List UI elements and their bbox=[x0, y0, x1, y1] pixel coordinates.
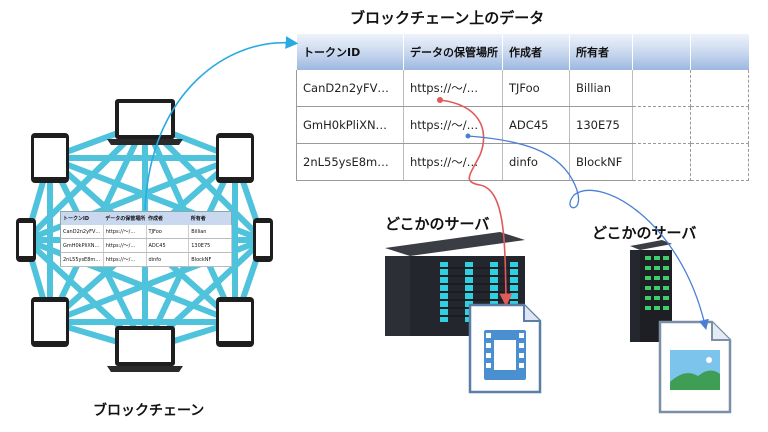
mini-cell: dinfo bbox=[146, 252, 190, 267]
phone-icon bbox=[253, 218, 273, 262]
laptop-icon bbox=[107, 99, 183, 145]
table-row: 2nL55ysE8m… https://〜/… dinfo BlockNF bbox=[296, 143, 749, 181]
mini-cell: CanD2n2yFV… bbox=[60, 225, 104, 239]
cell-creator: dinfo bbox=[502, 143, 570, 181]
mini-cell: https://〜/… bbox=[103, 225, 147, 239]
table-row: CanD2n2yFV… https://〜/… TJFoo Billian bbox=[296, 70, 749, 107]
mini-cell: Billian bbox=[188, 225, 232, 239]
cell-owner: BlockNF bbox=[569, 143, 633, 181]
server-label-left: どこかのサーバ bbox=[385, 215, 490, 233]
cell-creator: TJFoo bbox=[502, 70, 570, 107]
cell-token-id: CanD2n2yFV… bbox=[296, 70, 404, 107]
mini-cell: ADC45 bbox=[146, 238, 190, 253]
header-empty bbox=[690, 34, 749, 70]
cell-empty bbox=[690, 106, 749, 144]
tablet-icon bbox=[216, 133, 254, 183]
cell-empty bbox=[632, 106, 691, 144]
server-label-right: どこかのサーバ bbox=[592, 224, 697, 242]
mini-header-storage: データの保管場所 bbox=[103, 211, 146, 225]
cell-token-id: 2nL55ysE8m… bbox=[296, 143, 404, 181]
mini-header-owner: 所有者 bbox=[188, 211, 232, 225]
cell-empty bbox=[690, 70, 749, 107]
mini-blockchain-table: トークンID データの保管場所 作成者 所有者 CanD2n2yFV… http… bbox=[60, 211, 232, 267]
mini-cell: TJFoo bbox=[146, 225, 190, 239]
mini-cell: 2nL55ysE8m… bbox=[60, 252, 104, 267]
mini-cell: https://〜/… bbox=[103, 252, 147, 267]
cell-storage: https://〜/… bbox=[403, 143, 503, 181]
mini-header-creator: 作成者 bbox=[146, 211, 189, 225]
header-token-id: トークンID bbox=[296, 34, 404, 70]
cell-owner: 130E75 bbox=[569, 106, 633, 144]
mini-table-row: GmH0kPliXN… https://〜/… ADC45 130E75 bbox=[60, 238, 232, 253]
laptop-icon bbox=[107, 326, 183, 372]
phone-icon bbox=[16, 218, 36, 262]
network-label: ブロックチェーン bbox=[93, 403, 205, 419]
table-row: GmH0kPliXN… https://〜/… ADC45 130E75 bbox=[296, 106, 749, 144]
mini-cell: GmH0kPliXN… bbox=[60, 238, 104, 253]
mini-cell: 130E75 bbox=[188, 238, 232, 253]
table-title: ブロックチェーン上のデータ bbox=[350, 9, 545, 27]
mini-table-row: 2nL55ysE8m… https://〜/… dinfo BlockNF bbox=[60, 252, 232, 267]
cell-storage: https://〜/… bbox=[403, 106, 503, 144]
cell-storage: https://〜/… bbox=[403, 70, 503, 107]
mini-cell: https://〜/… bbox=[103, 238, 147, 253]
header-owner: 所有者 bbox=[569, 34, 633, 70]
mini-header-token-id: トークンID bbox=[60, 211, 104, 225]
cell-empty bbox=[690, 143, 749, 181]
tablet-icon bbox=[216, 297, 254, 347]
blockchain-data-table: トークンID データの保管場所 作成者 所有者 CanD2n2yFV… http… bbox=[296, 34, 749, 181]
cell-empty bbox=[632, 70, 691, 107]
header-empty bbox=[632, 34, 691, 70]
cell-owner: Billian bbox=[569, 70, 633, 107]
mini-cell: BlockNF bbox=[188, 252, 232, 267]
mini-table-row: CanD2n2yFV… https://〜/… TJFoo Billian bbox=[60, 225, 232, 239]
cell-empty bbox=[632, 143, 691, 181]
header-storage-location: データの保管場所 bbox=[403, 34, 503, 70]
cell-creator: ADC45 bbox=[502, 106, 570, 144]
cell-token-id: GmH0kPliXN… bbox=[296, 106, 404, 144]
tablet-icon bbox=[31, 133, 69, 183]
header-creator: 作成者 bbox=[502, 34, 570, 70]
tablet-icon bbox=[31, 297, 69, 347]
